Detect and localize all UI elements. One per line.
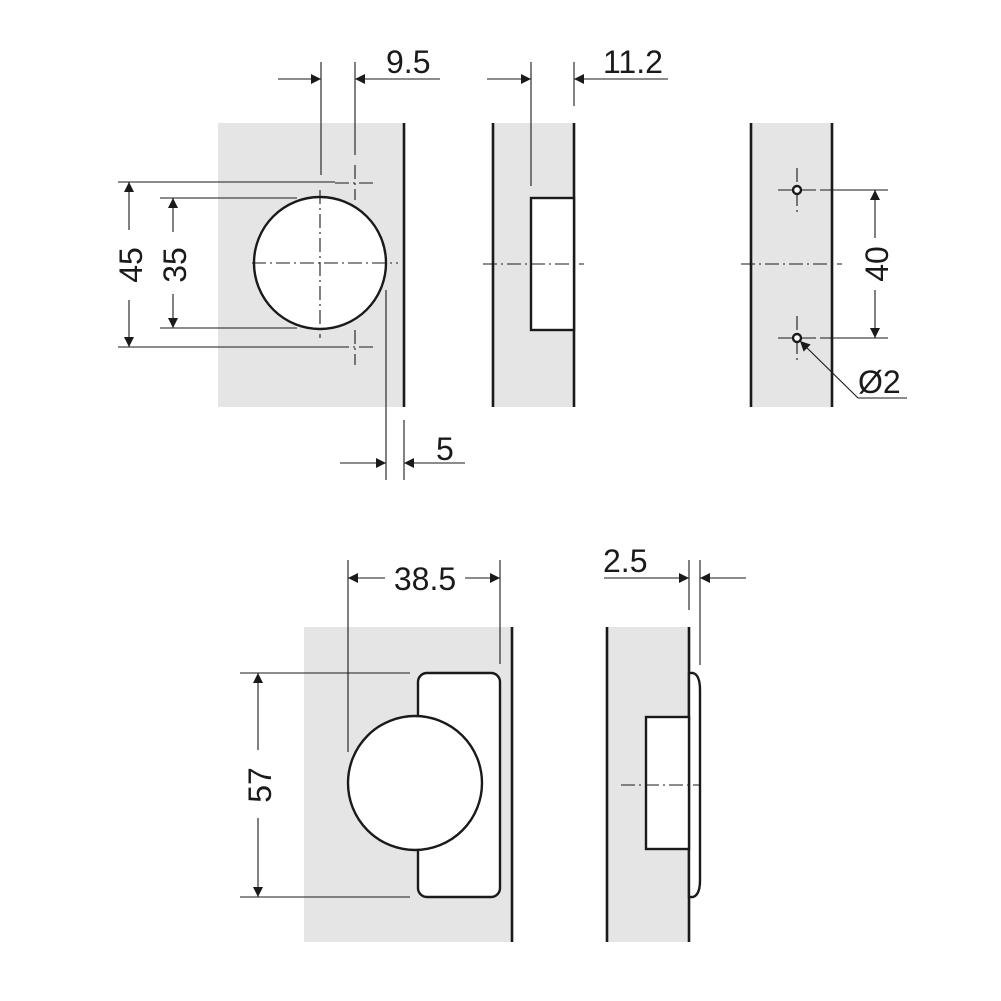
door-panel-rear xyxy=(751,123,832,407)
hinge-cup-circle xyxy=(346,714,484,852)
hinge-cup-section xyxy=(644,715,691,851)
view-pin-holes: 40 Ø2 xyxy=(741,123,907,407)
dimension-plate-height: 57 xyxy=(242,767,278,803)
pin-hole-lower xyxy=(791,332,803,344)
pin-hole-upper xyxy=(791,184,803,196)
dimension-cup-offset: 9.5 xyxy=(386,44,430,80)
view-hinge-plate-front: 38.5 57 xyxy=(240,560,514,942)
dimension-drill-depth: 11.2 xyxy=(603,44,663,80)
view-cup-bore-front: 9.5 45 35 5 xyxy=(113,44,465,480)
dimension-hole-spacing: 40 xyxy=(859,246,895,282)
view-cup-bore-section: 11.2 xyxy=(483,44,668,407)
dimension-cup-diameter: 35 xyxy=(157,247,193,283)
leader-arrow xyxy=(799,340,859,399)
dimension-overlay-thickness: 2.5 xyxy=(603,543,647,579)
dimension-edge-distance: 5 xyxy=(436,431,454,467)
dimension-outer-span: 45 xyxy=(113,247,149,283)
dimension-plate-width: 38.5 xyxy=(394,561,456,597)
view-hinge-plate-section: 2.5 xyxy=(603,543,746,942)
dimension-pin-hole-diameter: Ø2 xyxy=(858,364,901,400)
